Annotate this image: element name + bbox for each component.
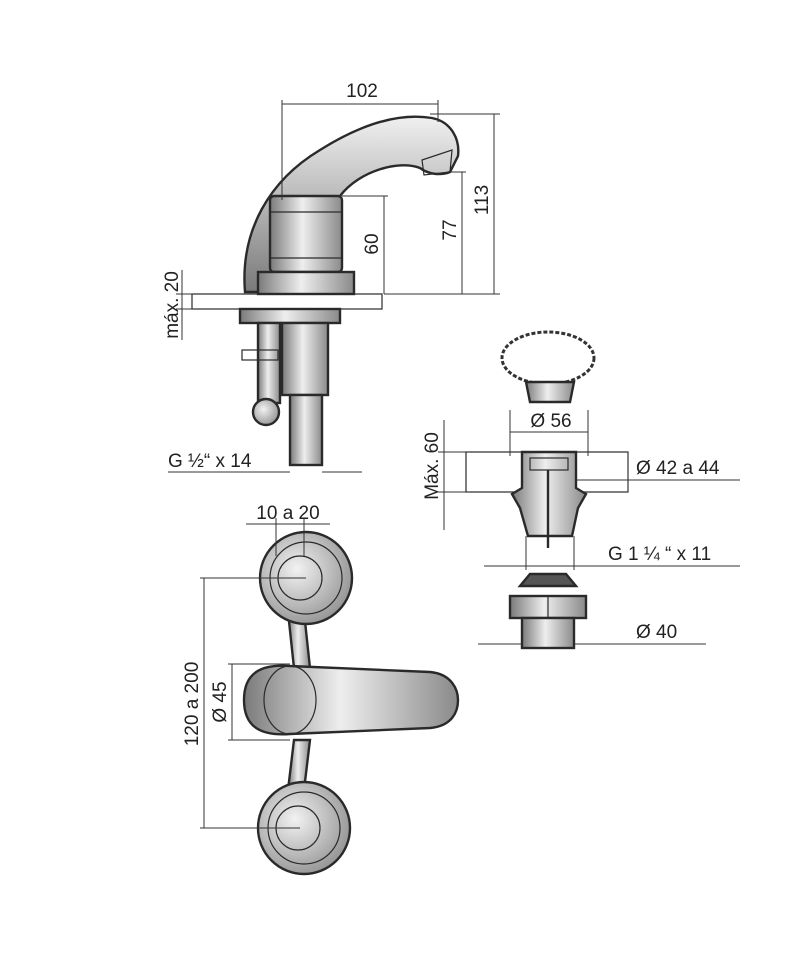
countertop-section bbox=[191, 293, 383, 310]
faucet-top-view bbox=[242, 530, 460, 876]
dim-height-body: 60 bbox=[362, 233, 383, 254]
dim-spout-width: 102 bbox=[346, 81, 378, 102]
dim-max-thickness-drain: Máx. 60 bbox=[422, 432, 443, 500]
drain-plug bbox=[524, 380, 576, 404]
plug-chain bbox=[500, 330, 596, 386]
dim-height-total: 113 bbox=[472, 185, 493, 215]
drain-washer bbox=[517, 572, 579, 588]
top-view-dimensions: 10 a 20 120 a 200 Ø 45 bbox=[182, 503, 330, 829]
lock-nut bbox=[238, 307, 342, 325]
dim-thread-drain: G 1 ¼ “ x 11 bbox=[608, 544, 711, 565]
spout-top-view bbox=[242, 664, 460, 736]
faucet-side-view bbox=[191, 115, 460, 467]
drain-dimensions: Ø 56 Máx. 60 Ø 42 a 44 G 1 ¼ “ x 11 Ø 40 bbox=[422, 410, 740, 645]
dim-thread-inlet: G ½“ x 14 bbox=[168, 451, 252, 472]
side-pipe bbox=[256, 321, 282, 405]
dim-height-spout: 77 bbox=[440, 219, 461, 240]
dim-plug-diameter: Ø 56 bbox=[530, 411, 571, 432]
dim-max-thickness: máx. 20 bbox=[162, 271, 183, 339]
inlet-connector bbox=[288, 393, 324, 467]
basin-section-right bbox=[575, 451, 629, 493]
drain-nut bbox=[520, 616, 576, 650]
threaded-shank bbox=[280, 321, 330, 397]
basin-section-left bbox=[465, 451, 523, 493]
valve-body bbox=[268, 194, 344, 274]
base-collar bbox=[256, 270, 356, 296]
dim-hole-diameter: Ø 42 a 44 bbox=[636, 458, 720, 479]
dim-body-diameter: Ø 45 bbox=[210, 681, 231, 722]
dim-spacing-handle: 10 a 20 bbox=[256, 503, 319, 524]
dim-spacing-center: 120 a 200 bbox=[182, 662, 203, 747]
drain-assembly bbox=[465, 330, 629, 650]
side-nut bbox=[241, 349, 279, 361]
dim-nut-diameter: Ø 40 bbox=[636, 622, 677, 643]
side-fitting bbox=[251, 397, 281, 427]
faucet-dimensions: 102 113 77 60 máx. 20 G ½“ x 14 bbox=[162, 81, 500, 473]
